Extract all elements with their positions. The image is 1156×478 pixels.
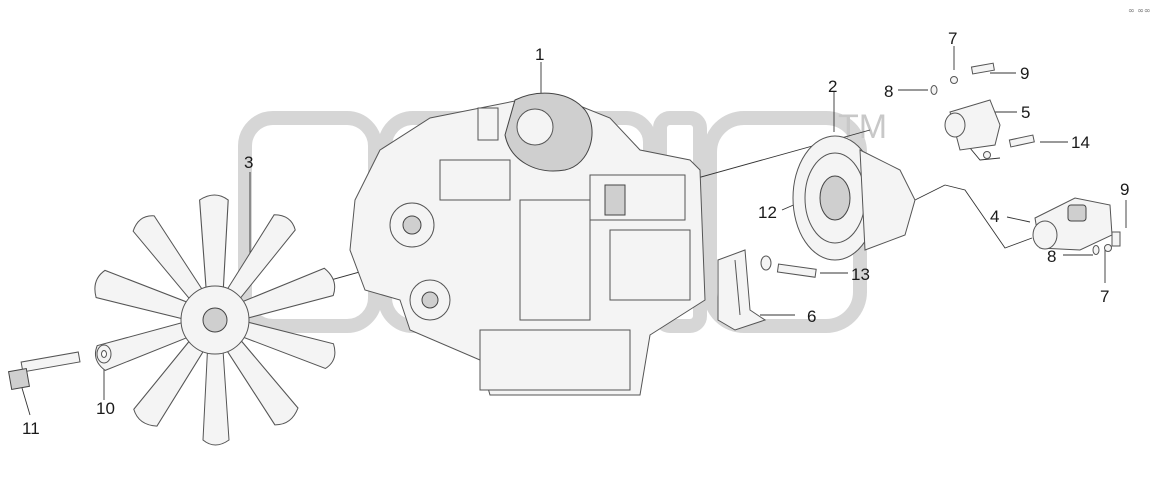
callout-5: 5 xyxy=(1021,103,1030,122)
fan-bolt xyxy=(7,351,81,391)
callout-8-lower: 8 xyxy=(1047,247,1056,266)
mounting-bracket xyxy=(717,249,767,331)
engine-assembly xyxy=(349,92,706,396)
callout-8-upper: 8 xyxy=(884,82,893,101)
callout-9-lower: 9 xyxy=(1120,180,1129,199)
callout-3: 3 xyxy=(244,153,253,172)
callout-7-upper: 7 xyxy=(948,29,957,48)
corner-mark: ∞ ∞∞ xyxy=(1128,6,1151,15)
washer xyxy=(96,344,112,364)
bracket-bolt xyxy=(760,255,817,278)
callout-10: 10 xyxy=(96,399,115,418)
callout-13: 13 xyxy=(851,265,870,284)
callout-14: 14 xyxy=(1071,133,1090,152)
hydraulic-pump-lower xyxy=(1032,197,1113,251)
callout-11: 11 xyxy=(22,419,40,438)
callout-2: 2 xyxy=(828,77,837,96)
callout-6: 6 xyxy=(807,307,816,326)
callout-12: 12 xyxy=(758,203,777,222)
callout-9-upper: 9 xyxy=(1020,64,1029,83)
callout-7-lower: 7 xyxy=(1100,287,1109,306)
flywheel-housing xyxy=(792,135,916,261)
fasteners xyxy=(930,62,1121,255)
hydraulic-pump-upper xyxy=(944,99,1001,151)
callout-4: 4 xyxy=(990,207,999,226)
callout-labels: 1 2 3 4 5 6 7 7 8 8 9 9 10 11 12 13 14 xyxy=(22,29,1129,438)
fan-assembly xyxy=(94,194,336,446)
callout-1: 1 xyxy=(535,45,544,64)
